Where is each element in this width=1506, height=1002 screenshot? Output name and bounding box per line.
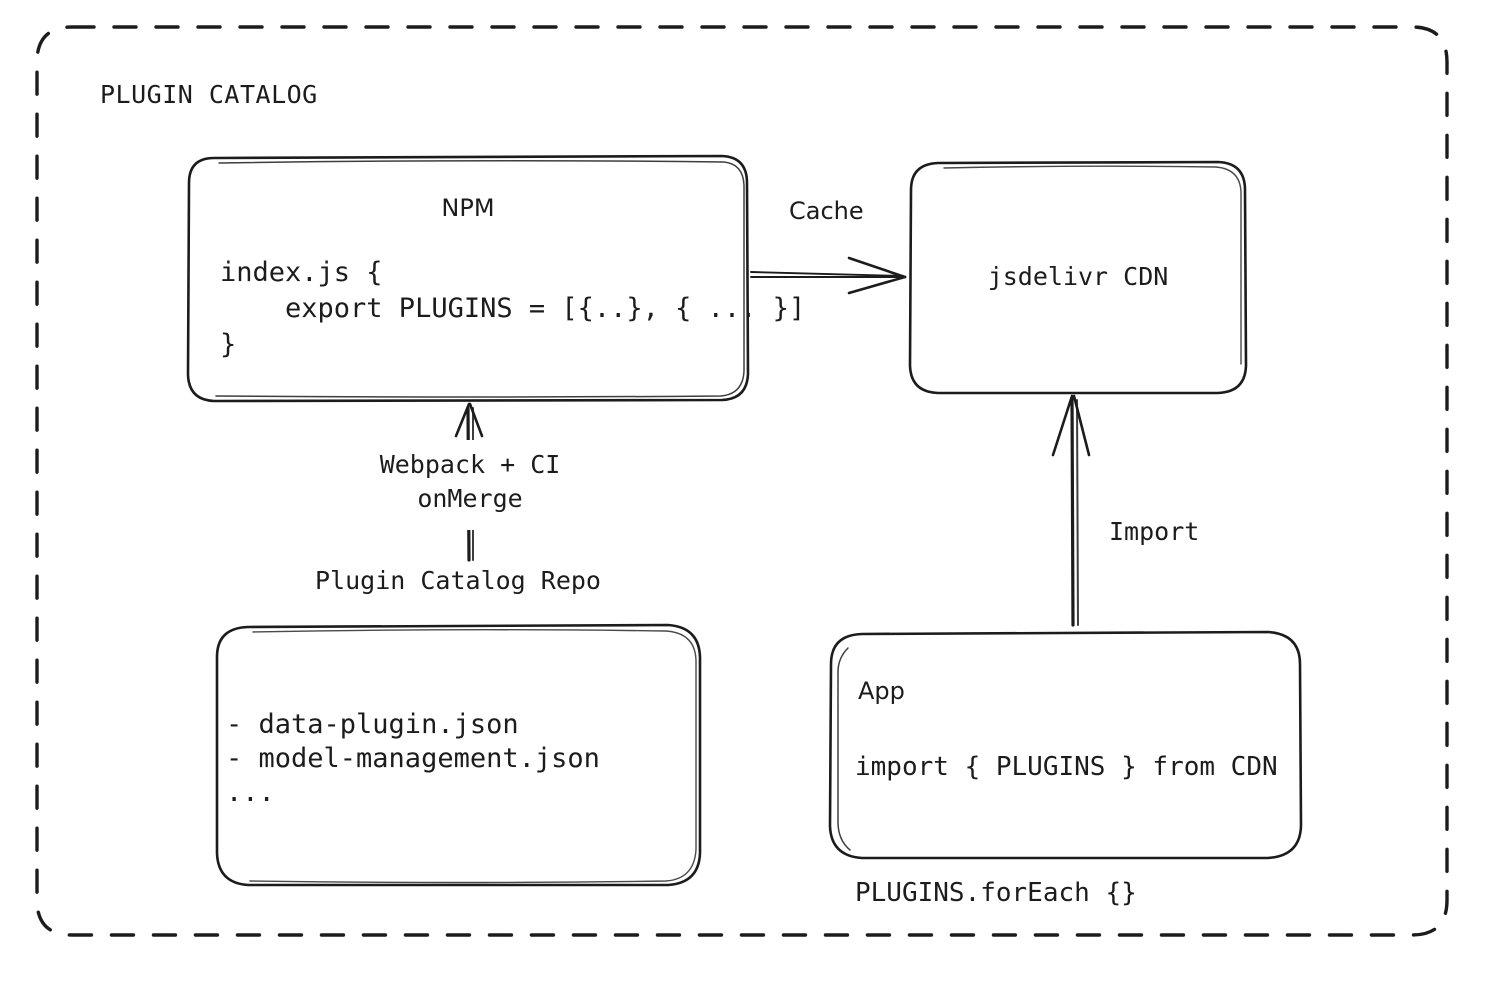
npm-node-title: NPM <box>441 194 495 222</box>
app-node-title: App <box>858 677 905 705</box>
build-edge-label: Webpack + CI onMerge <box>379 450 561 513</box>
import-arrow <box>1051 394 1091 627</box>
cache-edge-label: Cache <box>789 197 864 225</box>
npm-node-code: index.js { export PLUGINS = [{..}, { ...… <box>220 257 806 360</box>
import-edge-label: Import <box>1109 517 1200 546</box>
group-title: PLUGIN CATALOG <box>100 80 318 109</box>
app-node-code: import { PLUGINS } from CDN PLUGINS.forE… <box>855 752 1278 908</box>
app-box-border-inner <box>837 647 851 851</box>
repo-node-title: Plugin Catalog Repo <box>315 566 601 595</box>
cdn-node-label: jsdelivr CDN <box>987 262 1169 291</box>
repo-node-files: - data-plugin.json - model-management.js… <box>226 709 600 808</box>
